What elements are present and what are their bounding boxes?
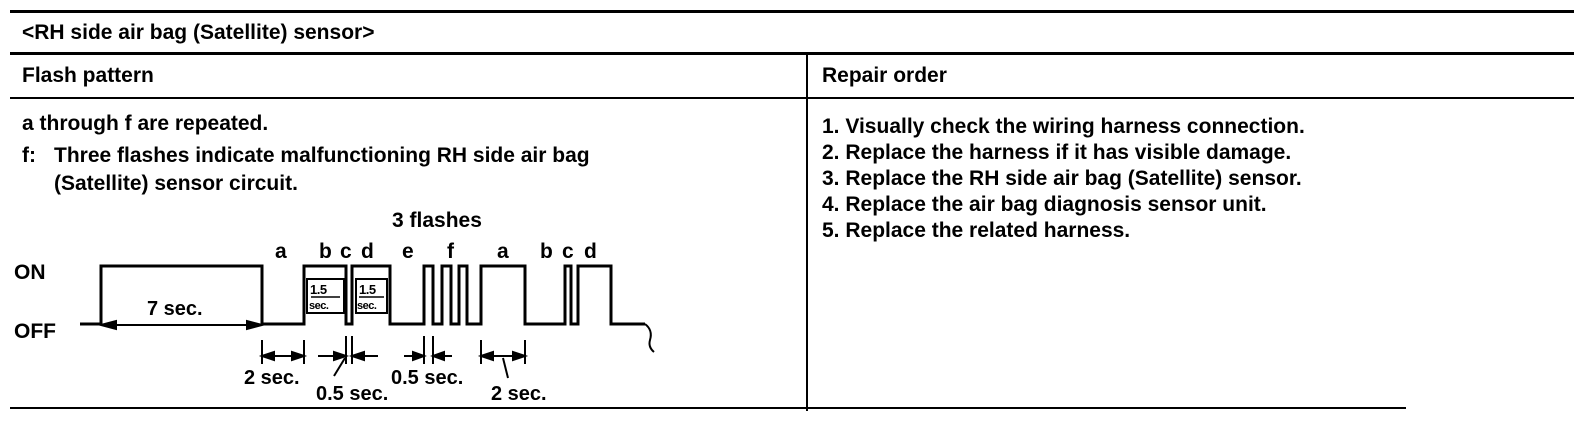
on-label: ON (14, 261, 46, 284)
dimension-markers (258, 296, 529, 379)
pulse-letter: d (361, 240, 374, 263)
section-title: <RH side air bag (Satellite) sensor> (22, 21, 375, 44)
seven-sec-arrow (97, 319, 266, 331)
half-sec-right-label: 0.5 sec. (391, 367, 463, 389)
flash-intro: a through f are repeated. (22, 112, 269, 135)
half-sec-left-label: 0.5 sec. (316, 383, 388, 405)
seven-sec-label: 7 sec. (147, 298, 203, 320)
repair-step: 3. Replace the RH side air bag (Satellit… (822, 167, 1302, 190)
box1-value: 1.5 (310, 282, 327, 297)
column-divider (806, 54, 808, 411)
flash-pattern-diagram: ON OFF 3 flashes a b c d e f a b c d 7 s… (14, 209, 655, 405)
note-line-1: Three flashes indicate malfunctioning RH… (54, 144, 590, 167)
pulse-letter: c (562, 240, 574, 263)
repair-step: 4. Replace the air bag diagnosis sensor … (822, 193, 1267, 216)
box2-value: 1.5 (359, 282, 376, 297)
flash-pattern-header: Flash pattern (22, 64, 154, 87)
note-line-2: (Satellite) sensor circuit. (54, 172, 298, 195)
duration-boxes (306, 278, 388, 314)
pulse-letter: f (447, 240, 455, 263)
pulse-letter: b (540, 240, 553, 263)
box1-unit: sec. (309, 300, 329, 312)
two-sec-left-label: 2 sec. (244, 367, 300, 389)
three-flashes-label: 3 flashes (392, 209, 482, 232)
two-sec-right-label: 2 sec. (491, 383, 547, 405)
repair-step: 2. Replace the harness if it has visible… (822, 141, 1292, 164)
pulse-letter: a (497, 240, 509, 263)
pulse-letter: d (584, 240, 597, 263)
signal-waveform (80, 264, 655, 353)
pulse-letter: a (275, 240, 287, 263)
note-label: f: (22, 144, 36, 167)
repair-step: 5. Replace the related harness. (822, 219, 1131, 242)
pulse-letter: e (402, 240, 414, 263)
title-rule (10, 52, 1574, 55)
bottom-rule (10, 407, 1406, 409)
top-rule (10, 10, 1574, 13)
pulse-letter: c (340, 240, 352, 263)
box2-unit: sec. (357, 300, 377, 312)
pulse-letter: b (319, 240, 332, 263)
header-rule (10, 97, 1574, 99)
off-label: OFF (14, 320, 56, 343)
repair-steps-list: 1. Visually check the wiring harness con… (822, 114, 1305, 244)
repair-step: 1. Visually check the wiring harness con… (822, 115, 1305, 138)
repair-order-header: Repair order (822, 64, 947, 87)
